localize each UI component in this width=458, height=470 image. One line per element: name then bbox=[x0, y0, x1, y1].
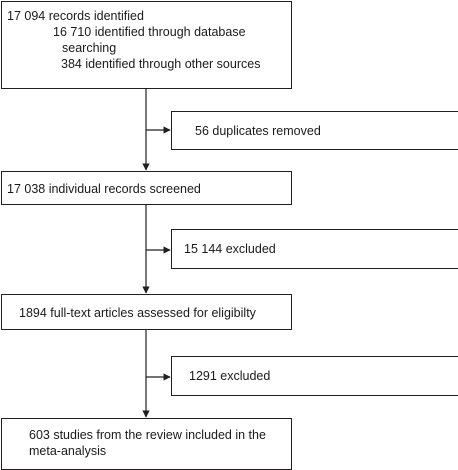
records-other-sources: 384 identified through other sources bbox=[61, 57, 261, 71]
records-screened-label: 17 038 individual records screened bbox=[7, 182, 201, 196]
duplicates-removed-label: 56 duplicates removed bbox=[195, 124, 321, 138]
duplicates-removed-box: 56 duplicates removed bbox=[171, 111, 458, 150]
excluded-fulltext-box: 1291 excluded bbox=[171, 356, 458, 396]
fulltext-assessed-box: 1894 full-text articles assessed for eli… bbox=[1, 294, 292, 330]
studies-included-line-2: meta-analysis bbox=[29, 444, 107, 458]
studies-included-box: 603 studies from the review included in … bbox=[1, 418, 292, 470]
records-screened-box: 17 038 individual records screened bbox=[1, 171, 292, 205]
excluded-screening-label: 15 144 excluded bbox=[184, 242, 276, 256]
fulltext-assessed-label: 1894 full-text articles assessed for eli… bbox=[19, 306, 256, 320]
excluded-screening-box: 15 144 excluded bbox=[171, 229, 458, 269]
studies-included-line-1: 603 studies from the review included in … bbox=[29, 428, 266, 442]
excluded-fulltext-label: 1291 excluded bbox=[189, 369, 271, 383]
records-identified-box: 17 094 records identified 16 710 identif… bbox=[1, 1, 292, 89]
records-identified-total: 17 094 records identified bbox=[7, 9, 144, 23]
records-database-searching-cont: searching bbox=[62, 41, 117, 55]
records-database-searching: 16 710 identified through database bbox=[53, 25, 246, 39]
